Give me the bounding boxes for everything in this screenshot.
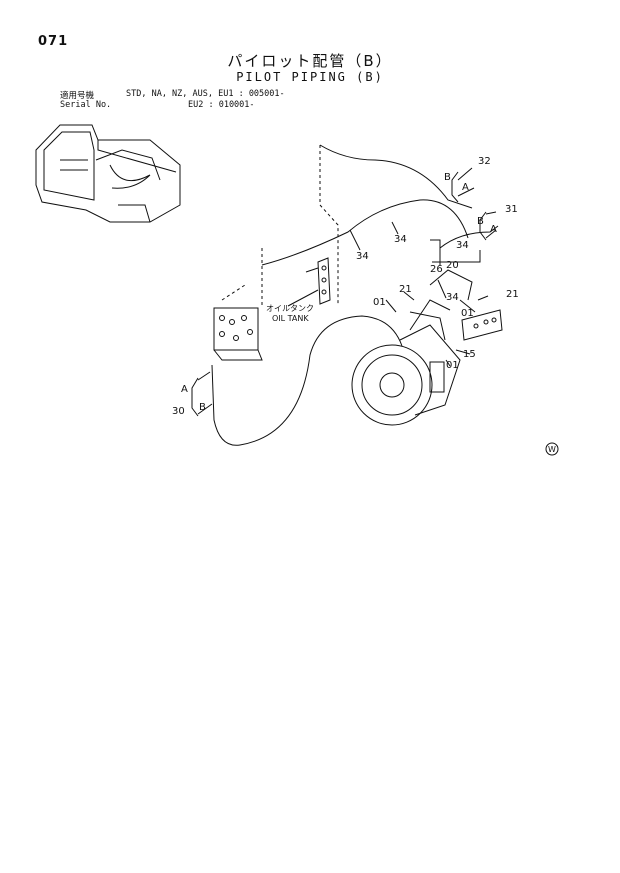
callout-bracket-32: [451, 171, 459, 203]
applicability-label-en: Serial No.: [60, 100, 112, 110]
applicability-models: STD, NA, NZ, AUS, EU1 : 005001-: [126, 89, 285, 99]
callout-A1: A: [462, 182, 469, 193]
callout-A2: A: [490, 224, 497, 235]
applicability-label-jp: 適用号機: [60, 91, 95, 101]
hose-middle: [261, 199, 469, 266]
callout-01-right: 01: [461, 308, 474, 319]
callout-01-lower: 01: [446, 360, 459, 371]
excavator-thumbnail: [35, 124, 181, 223]
callout-15: 15: [463, 349, 476, 360]
hose-right: [439, 225, 499, 249]
callout-B2: B: [477, 216, 484, 227]
callout-34-upper: 34: [394, 234, 407, 245]
page-number: 071: [38, 34, 69, 49]
oil-tank-label-jp: オイルタンク: [266, 304, 314, 313]
mid-right-pipes: [429, 269, 473, 301]
page-title-english: PILOT PIPING (B): [236, 70, 384, 84]
callout-32: 32: [478, 156, 491, 167]
swing-motor: [351, 299, 461, 426]
svg-text:W: W: [548, 445, 556, 454]
pilot-valve-manifold: [461, 309, 503, 341]
upper-right-pipes: [430, 239, 481, 265]
callout-34-mid: 34: [446, 292, 459, 303]
callout-20: 20: [446, 260, 459, 271]
callout-30: 30: [172, 406, 185, 417]
control-valve-block: [213, 307, 263, 361]
callout-34-left: 34: [356, 251, 369, 262]
callout-21-left: 21: [399, 284, 412, 295]
callout-A3: A: [181, 384, 188, 395]
callout-21-right: 21: [506, 289, 519, 300]
callout-B1: B: [444, 172, 451, 183]
callout-01-left: 01: [373, 297, 386, 308]
hose-lower: [211, 315, 403, 446]
callout-31: 31: [505, 204, 518, 215]
oil-tank-bracket: [305, 257, 331, 305]
applicability-eu2: EU2 : 010001-: [188, 100, 255, 110]
w-mark: W: [545, 442, 559, 456]
page-title-japanese: パイロット配管（B）: [227, 52, 393, 70]
oil-tank-label-en: OIL TANK: [272, 314, 309, 323]
callout-B3: B: [199, 402, 206, 413]
callout-34-right: 34: [456, 240, 469, 251]
hose-upper: [319, 144, 473, 209]
callout-26: 26: [430, 264, 443, 275]
